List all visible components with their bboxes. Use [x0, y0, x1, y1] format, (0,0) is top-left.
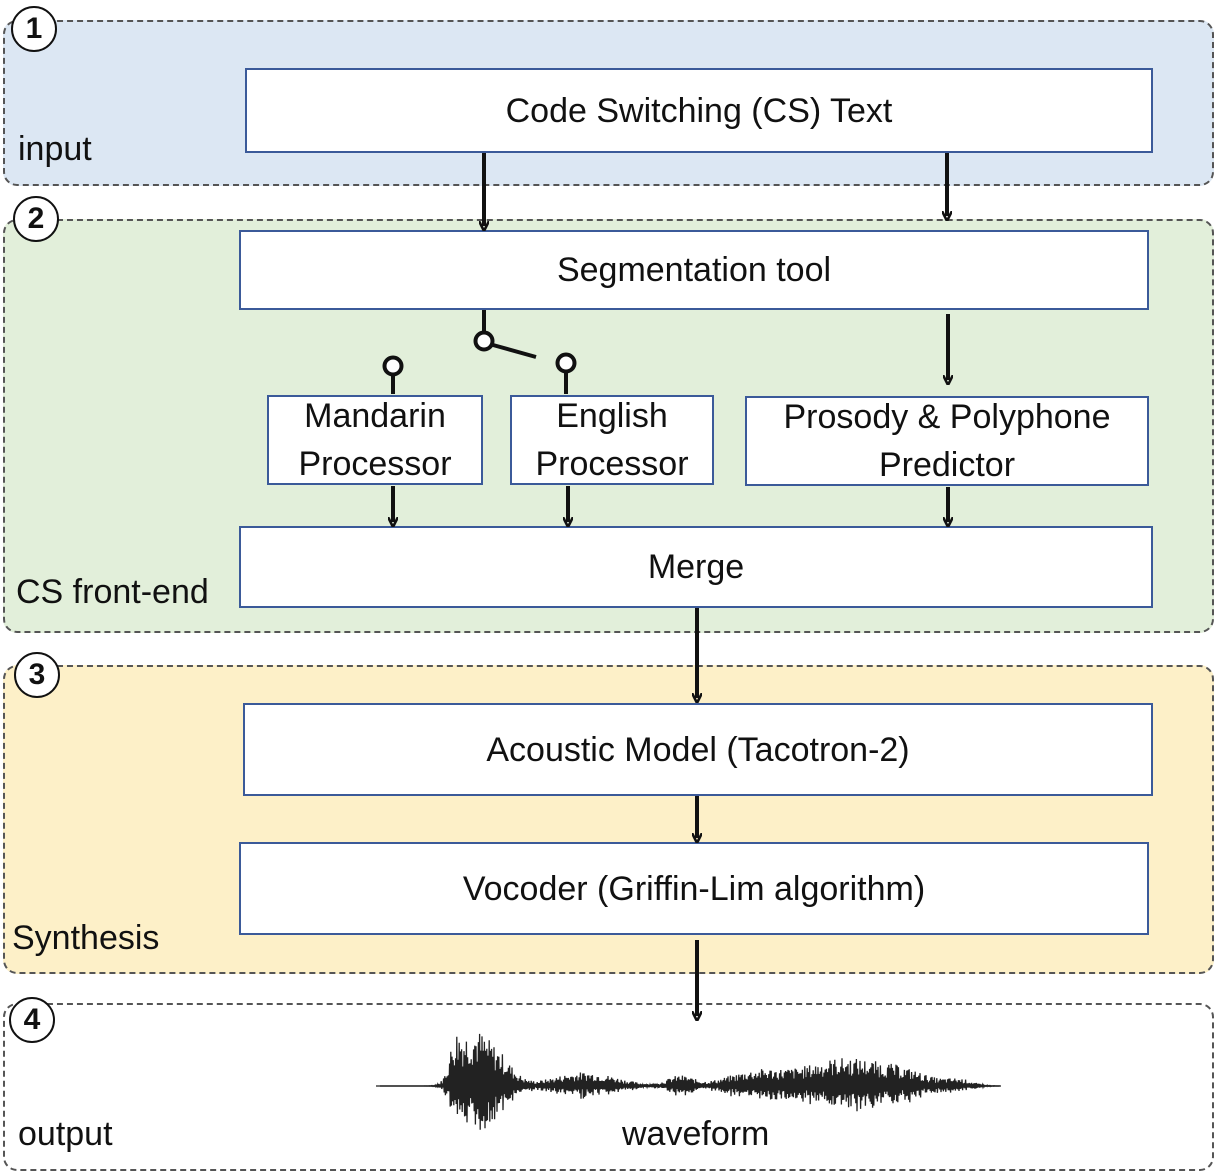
acoustic-model-box: Acoustic Model (Tacotron-2) [243, 703, 1153, 796]
english-processor-box: English Processor [510, 395, 714, 485]
section-number-1: 1 [11, 6, 57, 52]
prosody-polyphone-predictor-box: Prosody & Polyphone Predictor [745, 396, 1149, 486]
waveform-label: waveform [622, 1115, 770, 1153]
section-number-4: 4 [9, 997, 55, 1043]
mandarin-processor-label-2: Processor [298, 445, 452, 483]
section-label-cs-front-end: CS front-end [16, 573, 209, 611]
prosody-predictor-label-1: Prosody & Polyphone [783, 398, 1111, 436]
english-processor-label-1: English [556, 397, 668, 435]
vocoder-box: Vocoder (Griffin-Lim algorithm) [239, 842, 1149, 935]
section-number-3: 3 [14, 652, 60, 698]
english-processor-label-2: Processor [535, 445, 689, 483]
segmentation-tool-box: Segmentation tool [239, 230, 1149, 310]
cs-text-box: Code Switching (CS) Text [245, 68, 1153, 153]
waveform-signal [380, 1033, 1000, 1130]
mandarin-processor-label-1: Mandarin [304, 397, 446, 435]
section-label-input: input [18, 130, 92, 168]
section-label-output: output [18, 1115, 113, 1153]
segmentation-tool-label: Segmentation tool [556, 251, 832, 289]
vocoder-label: Vocoder (Griffin-Lim algorithm) [462, 869, 926, 908]
prosody-predictor-label-2: Predictor [878, 446, 1016, 484]
section-label-synthesis: Synthesis [12, 919, 160, 957]
mandarin-processor-box: Mandarin Processor [267, 395, 483, 485]
merge-box: Merge [239, 526, 1153, 608]
section-number-2: 2 [13, 196, 59, 242]
merge-label: Merge [647, 548, 745, 586]
cs-text-label: Code Switching (CS) Text [505, 91, 893, 130]
language-switch [382, 310, 577, 394]
acoustic-model-label: Acoustic Model (Tacotron-2) [486, 730, 910, 769]
